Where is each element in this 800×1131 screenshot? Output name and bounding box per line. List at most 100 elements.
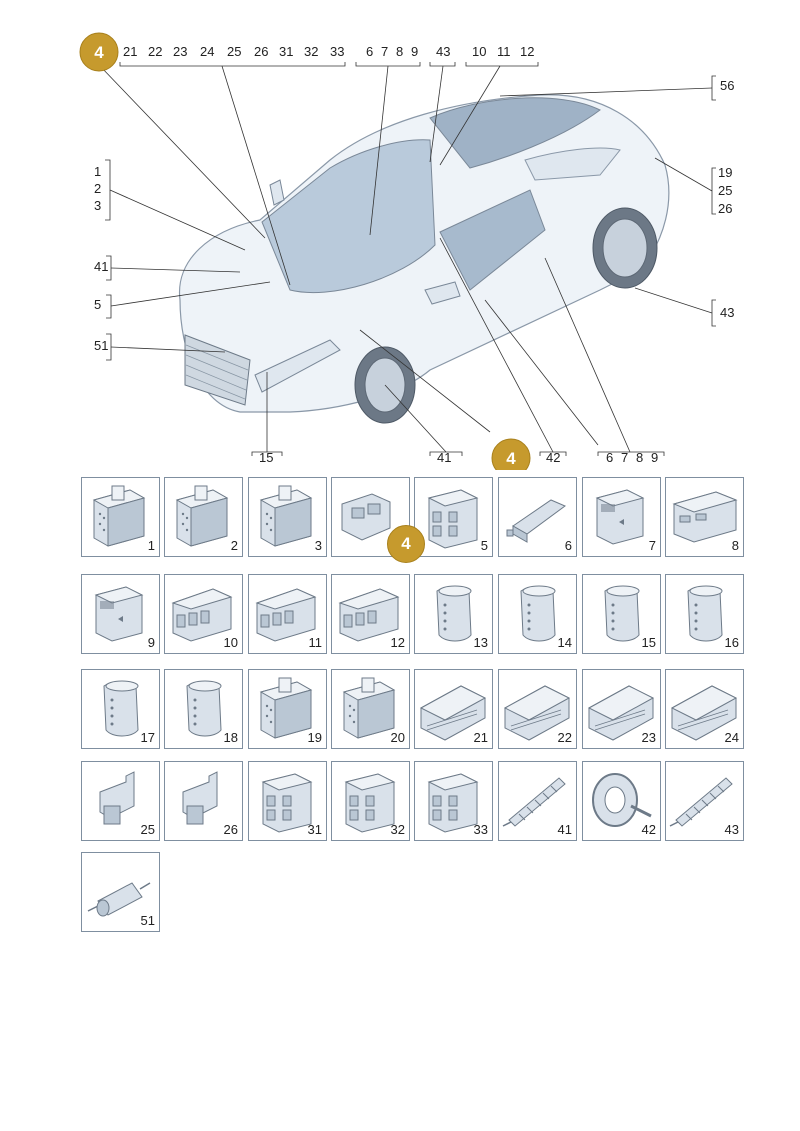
- svg-text:26: 26: [254, 44, 268, 59]
- svg-text:4: 4: [94, 43, 104, 62]
- part-number-24: 24: [724, 730, 739, 745]
- top-callout-group-b: 6 7 8 9: [355, 44, 421, 67]
- badge-bottom-diagram: 4: [491, 438, 531, 470]
- left-callout-1-2-3: 1 2 3: [94, 159, 111, 221]
- part-drawing-26: [182, 771, 218, 825]
- svg-text:8: 8: [636, 450, 643, 465]
- part-drawing-15: [604, 585, 640, 642]
- svg-text:25: 25: [227, 44, 241, 59]
- badge-part-4: 4: [387, 525, 425, 563]
- part-number-25: 25: [140, 822, 155, 837]
- part-number-6: 6: [564, 538, 572, 553]
- part-drawing-5: [427, 489, 479, 549]
- svg-text:23: 23: [173, 44, 187, 59]
- part-number-16: 16: [724, 635, 739, 650]
- part-tile-51: 51: [81, 852, 160, 932]
- part-number-41: 41: [557, 822, 572, 837]
- part-number-22: 22: [557, 730, 572, 745]
- bottom-callout-41: 41: [429, 450, 463, 465]
- svg-text:3: 3: [94, 198, 101, 213]
- part-drawing-10: [171, 588, 233, 642]
- svg-text:26: 26: [718, 201, 732, 216]
- part-tile-11: 11: [248, 574, 327, 654]
- svg-text:41: 41: [437, 450, 451, 465]
- part-tile-10: 10: [164, 574, 243, 654]
- part-drawing-6: [506, 499, 566, 543]
- part-tile-23: 23: [582, 669, 661, 749]
- svg-text:15: 15: [259, 450, 273, 465]
- part-drawing-42: [592, 773, 652, 827]
- part-number-3: 3: [314, 538, 322, 553]
- part-number-18: 18: [223, 730, 238, 745]
- left-callout-51: 51: [94, 333, 112, 361]
- badge-top-left: 4: [79, 32, 119, 72]
- part-number-12: 12: [390, 635, 405, 650]
- svg-text:22: 22: [148, 44, 162, 59]
- part-tile-18: 18: [164, 669, 243, 749]
- part-tile-5: 5: [414, 477, 493, 557]
- svg-text:56: 56: [720, 78, 734, 93]
- part-tile-19: 19: [248, 669, 327, 749]
- part-drawing-7: [595, 489, 645, 545]
- part-tile-42: 42: [582, 761, 661, 841]
- part-drawing-17: [103, 680, 139, 737]
- part-drawing-22: [503, 685, 571, 741]
- part-number-33: 33: [473, 822, 488, 837]
- part-number-42: 42: [641, 822, 656, 837]
- part-drawing-9: [94, 586, 144, 642]
- svg-text:25: 25: [718, 183, 732, 198]
- part-tile-13: 13: [414, 574, 493, 654]
- part-number-19: 19: [307, 730, 322, 745]
- svg-text:19: 19: [718, 165, 732, 180]
- part-tile-15: 15: [582, 574, 661, 654]
- part-number-13: 13: [473, 635, 488, 650]
- svg-text:32: 32: [304, 44, 318, 59]
- top-callout-group-d: 10 11 12: [465, 44, 539, 67]
- part-drawing-2: [175, 485, 229, 547]
- part-number-2: 2: [230, 538, 238, 553]
- leader-lines: [99, 65, 713, 453]
- part-drawing-31: [261, 773, 313, 833]
- svg-text:10: 10: [472, 44, 486, 59]
- right-callout-43: 43: [711, 299, 734, 327]
- part-drawing-4: [341, 493, 391, 541]
- part-drawing-13: [436, 585, 472, 642]
- part-tile-1: 1: [81, 477, 160, 557]
- part-drawing-3: [259, 485, 313, 547]
- part-number-5: 5: [480, 538, 488, 553]
- svg-text:7: 7: [381, 44, 388, 59]
- svg-text:4: 4: [506, 449, 516, 468]
- part-tile-22: 22: [498, 669, 577, 749]
- part-drawing-20: [342, 677, 396, 739]
- svg-text:31: 31: [279, 44, 293, 59]
- svg-text:1: 1: [94, 164, 101, 179]
- part-tile-2: 2: [164, 477, 243, 557]
- svg-text:9: 9: [411, 44, 418, 59]
- part-number-15: 15: [641, 635, 656, 650]
- bottom-callout-6789: 6 7 8 9: [597, 450, 665, 465]
- part-tile-41: 41: [498, 761, 577, 841]
- part-drawing-16: [687, 585, 723, 642]
- part-drawing-11: [255, 588, 317, 642]
- part-drawing-1: [92, 485, 146, 547]
- badge-part-4-value: 4: [401, 534, 411, 553]
- part-drawing-23: [587, 685, 655, 741]
- part-number-26: 26: [223, 822, 238, 837]
- part-number-9: 9: [147, 635, 155, 650]
- part-tile-8: 8: [665, 477, 744, 557]
- part-tile-12: 12: [331, 574, 410, 654]
- part-drawing-25: [99, 771, 135, 825]
- part-number-32: 32: [390, 822, 405, 837]
- right-callout-19-25-26: 19 25 26: [711, 165, 732, 216]
- part-number-23: 23: [641, 730, 656, 745]
- part-tile-43: 43: [665, 761, 744, 841]
- part-tile-17: 17: [81, 669, 160, 749]
- left-callout-41: 41: [94, 255, 112, 281]
- svg-text:6: 6: [366, 44, 373, 59]
- svg-text:43: 43: [436, 44, 450, 59]
- part-number-11: 11: [308, 635, 323, 650]
- part-number-14: 14: [557, 635, 572, 650]
- svg-text:5: 5: [94, 297, 101, 312]
- svg-text:7: 7: [621, 450, 628, 465]
- left-callout-5: 5: [94, 294, 112, 319]
